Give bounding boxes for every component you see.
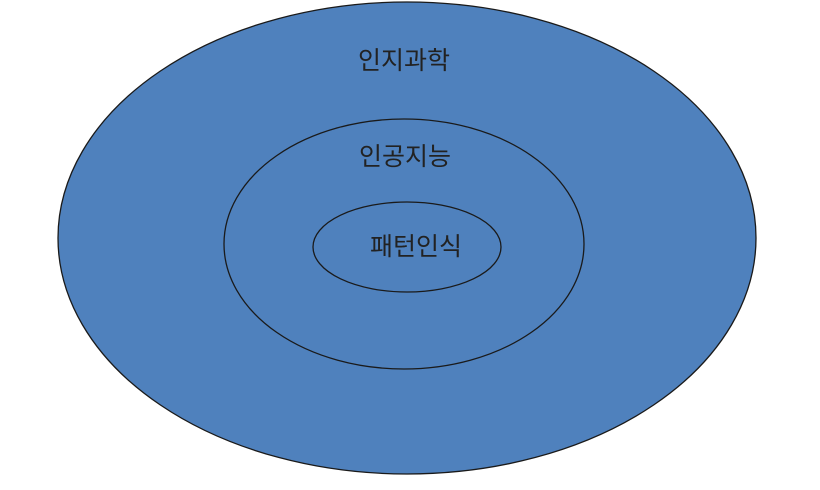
- outer-label: 인지과학: [358, 46, 450, 75]
- inner-ellipse-pattern-recognition: [312, 201, 502, 293]
- inner-label: 패턴인식: [370, 232, 462, 261]
- middle-label: 인공지능: [359, 142, 451, 171]
